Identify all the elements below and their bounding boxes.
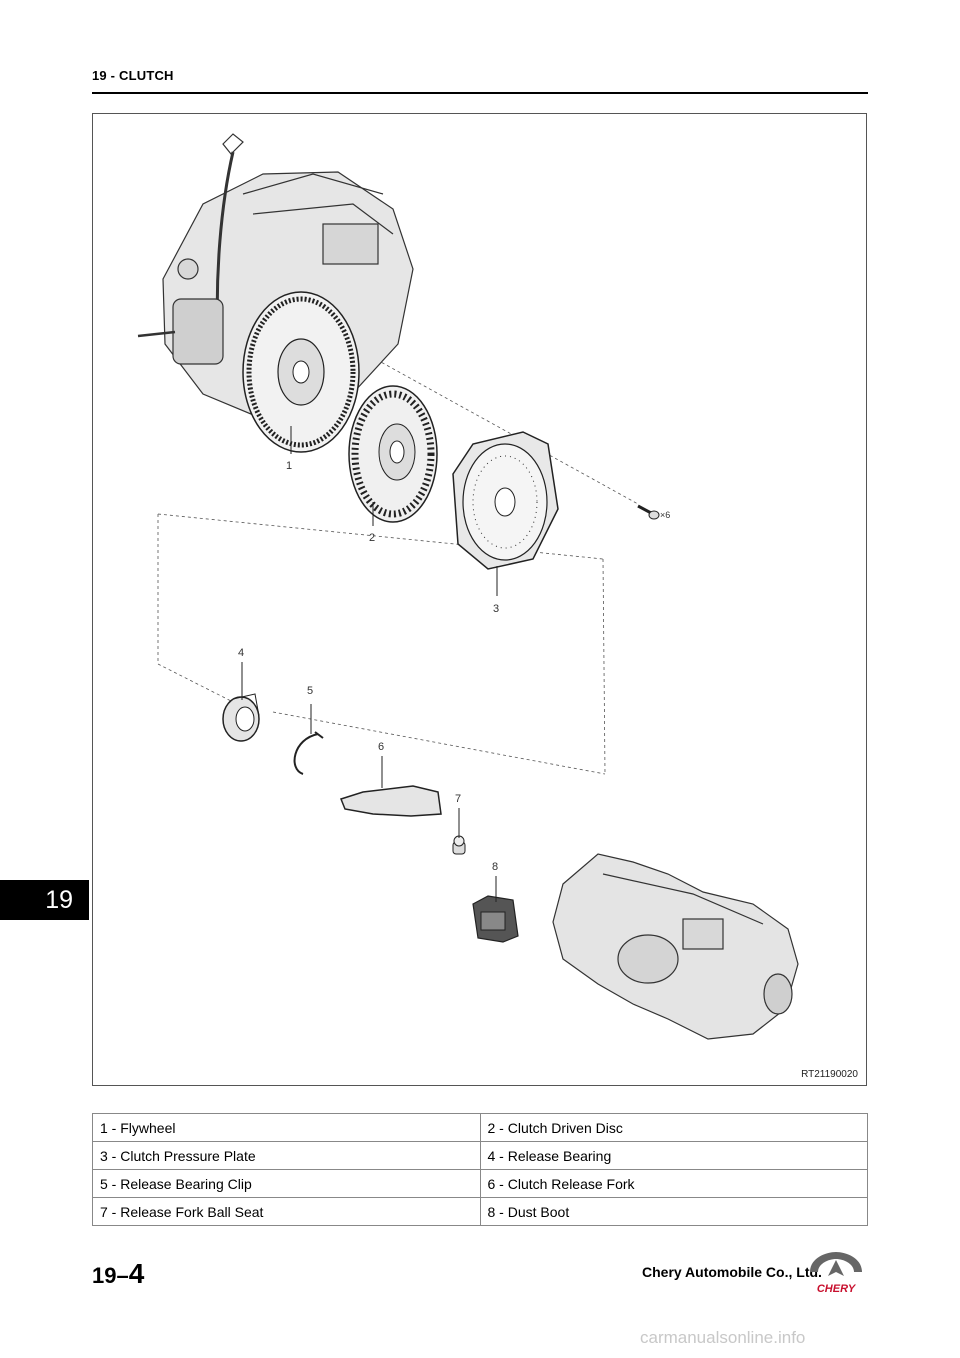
legend-cell: 1 - Flywheel (92, 1113, 481, 1142)
bolt-quantity-label: ×6 (660, 510, 670, 520)
page-number-prefix: 19– (92, 1263, 129, 1288)
callout-1: 1 (286, 460, 292, 472)
parts-legend-table: 1 - Flywheel 2 - Clutch Driven Disc 3 - … (92, 1113, 868, 1226)
callout-7: 7 (455, 793, 461, 805)
pressure-plate-bolt-illustration (637, 504, 660, 520)
legend-cell: 6 - Clutch Release Fork (479, 1169, 868, 1198)
chapter-tab-label: 19 (45, 886, 73, 914)
legend-cell: 8 - Dust Boot (479, 1197, 868, 1226)
header-divider (92, 92, 868, 94)
clutch-release-fork-illustration (340, 785, 442, 817)
watermark: carmanualsonline.info (640, 1328, 806, 1347)
company-name: Chery Automobile Co., Ltd. (642, 1264, 822, 1280)
callout-leaders (241, 426, 498, 902)
callout-5: 5 (307, 685, 313, 697)
legend-cell: 3 - Clutch Pressure Plate (92, 1141, 481, 1170)
clutch-exploded-diagram: 1 2 3 4 5 6 7 8 ×6 (137, 133, 799, 1040)
callout-2: 2 (369, 532, 375, 544)
flywheel-illustration (242, 291, 360, 453)
release-bearing-clip-illustration (293, 731, 324, 775)
clutch-driven-disc-illustration (348, 385, 438, 523)
clutch-pressure-plate-illustration (452, 431, 559, 570)
page-number: 19–4 (92, 1258, 144, 1290)
table-row: 1 - Flywheel 2 - Clutch Driven Disc (92, 1113, 868, 1142)
callout-6: 6 (378, 741, 384, 753)
chery-logo-text: CHERY (817, 1283, 857, 1295)
page-number-value: 4 (128, 1258, 145, 1289)
release-bearing-illustration (222, 693, 260, 742)
table-row: 3 - Clutch Pressure Plate 4 - Release Be… (92, 1141, 868, 1170)
callout-4: 4 (238, 647, 244, 659)
callout-3: 3 (493, 603, 499, 615)
table-row: 7 - Release Fork Ball Seat 8 - Dust Boot (92, 1197, 868, 1226)
exploded-view-figure: 1 2 3 4 5 6 7 8 ×6 RT21190020 (92, 113, 867, 1086)
dust-boot-illustration (472, 895, 519, 943)
legend-cell: 4 - Release Bearing (479, 1141, 868, 1170)
figure-id: RT21190020 (801, 1069, 858, 1080)
callout-labels: 1 2 3 4 5 6 7 8 ×6 (238, 460, 670, 873)
chapter-tab: 19 (0, 880, 89, 920)
release-fork-ball-seat-illustration (452, 835, 466, 855)
legend-cell: 2 - Clutch Driven Disc (479, 1113, 868, 1142)
table-row: 5 - Release Bearing Clip 6 - Clutch Rele… (92, 1169, 868, 1198)
legend-cell: 7 - Release Fork Ball Seat (92, 1197, 481, 1226)
section-title: 19 - CLUTCH (92, 68, 174, 83)
transmission-illustration (552, 853, 799, 1040)
callout-8: 8 (492, 861, 498, 873)
chery-logo: CHERY (810, 1252, 862, 1295)
legend-cell: 5 - Release Bearing Clip (92, 1169, 481, 1198)
